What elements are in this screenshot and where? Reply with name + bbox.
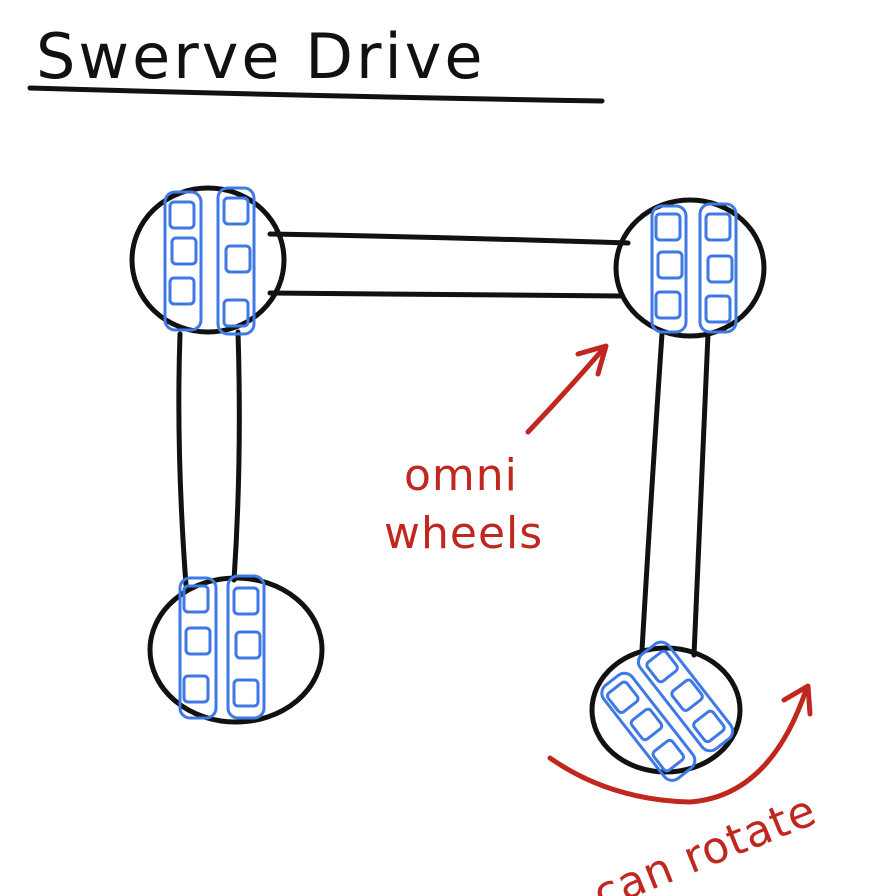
diagram-title: Swerve Drive [36, 20, 486, 93]
wheel-module-bottom-right [589, 640, 743, 782]
omni-label-line2: wheels [384, 508, 543, 559]
rotate-arrow [547, 683, 813, 805]
omni-label-line1: omni [404, 450, 518, 501]
omni-wheel-top-left [163, 186, 256, 336]
left-frame-bar [176, 329, 242, 588]
omni-wheel-bottom-left [178, 574, 266, 720]
top-frame-bar [267, 231, 631, 299]
wheel-module-top-right [613, 197, 767, 339]
omni-wheel-bottom-right-rotated [600, 640, 735, 782]
wheel-module-bottom-left [147, 574, 325, 725]
omni-arrow [525, 343, 609, 435]
wheel-module-top-left [129, 185, 287, 336]
right-frame-bar [639, 331, 711, 658]
omni-wheel-top-right [650, 202, 738, 334]
title-underline [27, 85, 605, 104]
